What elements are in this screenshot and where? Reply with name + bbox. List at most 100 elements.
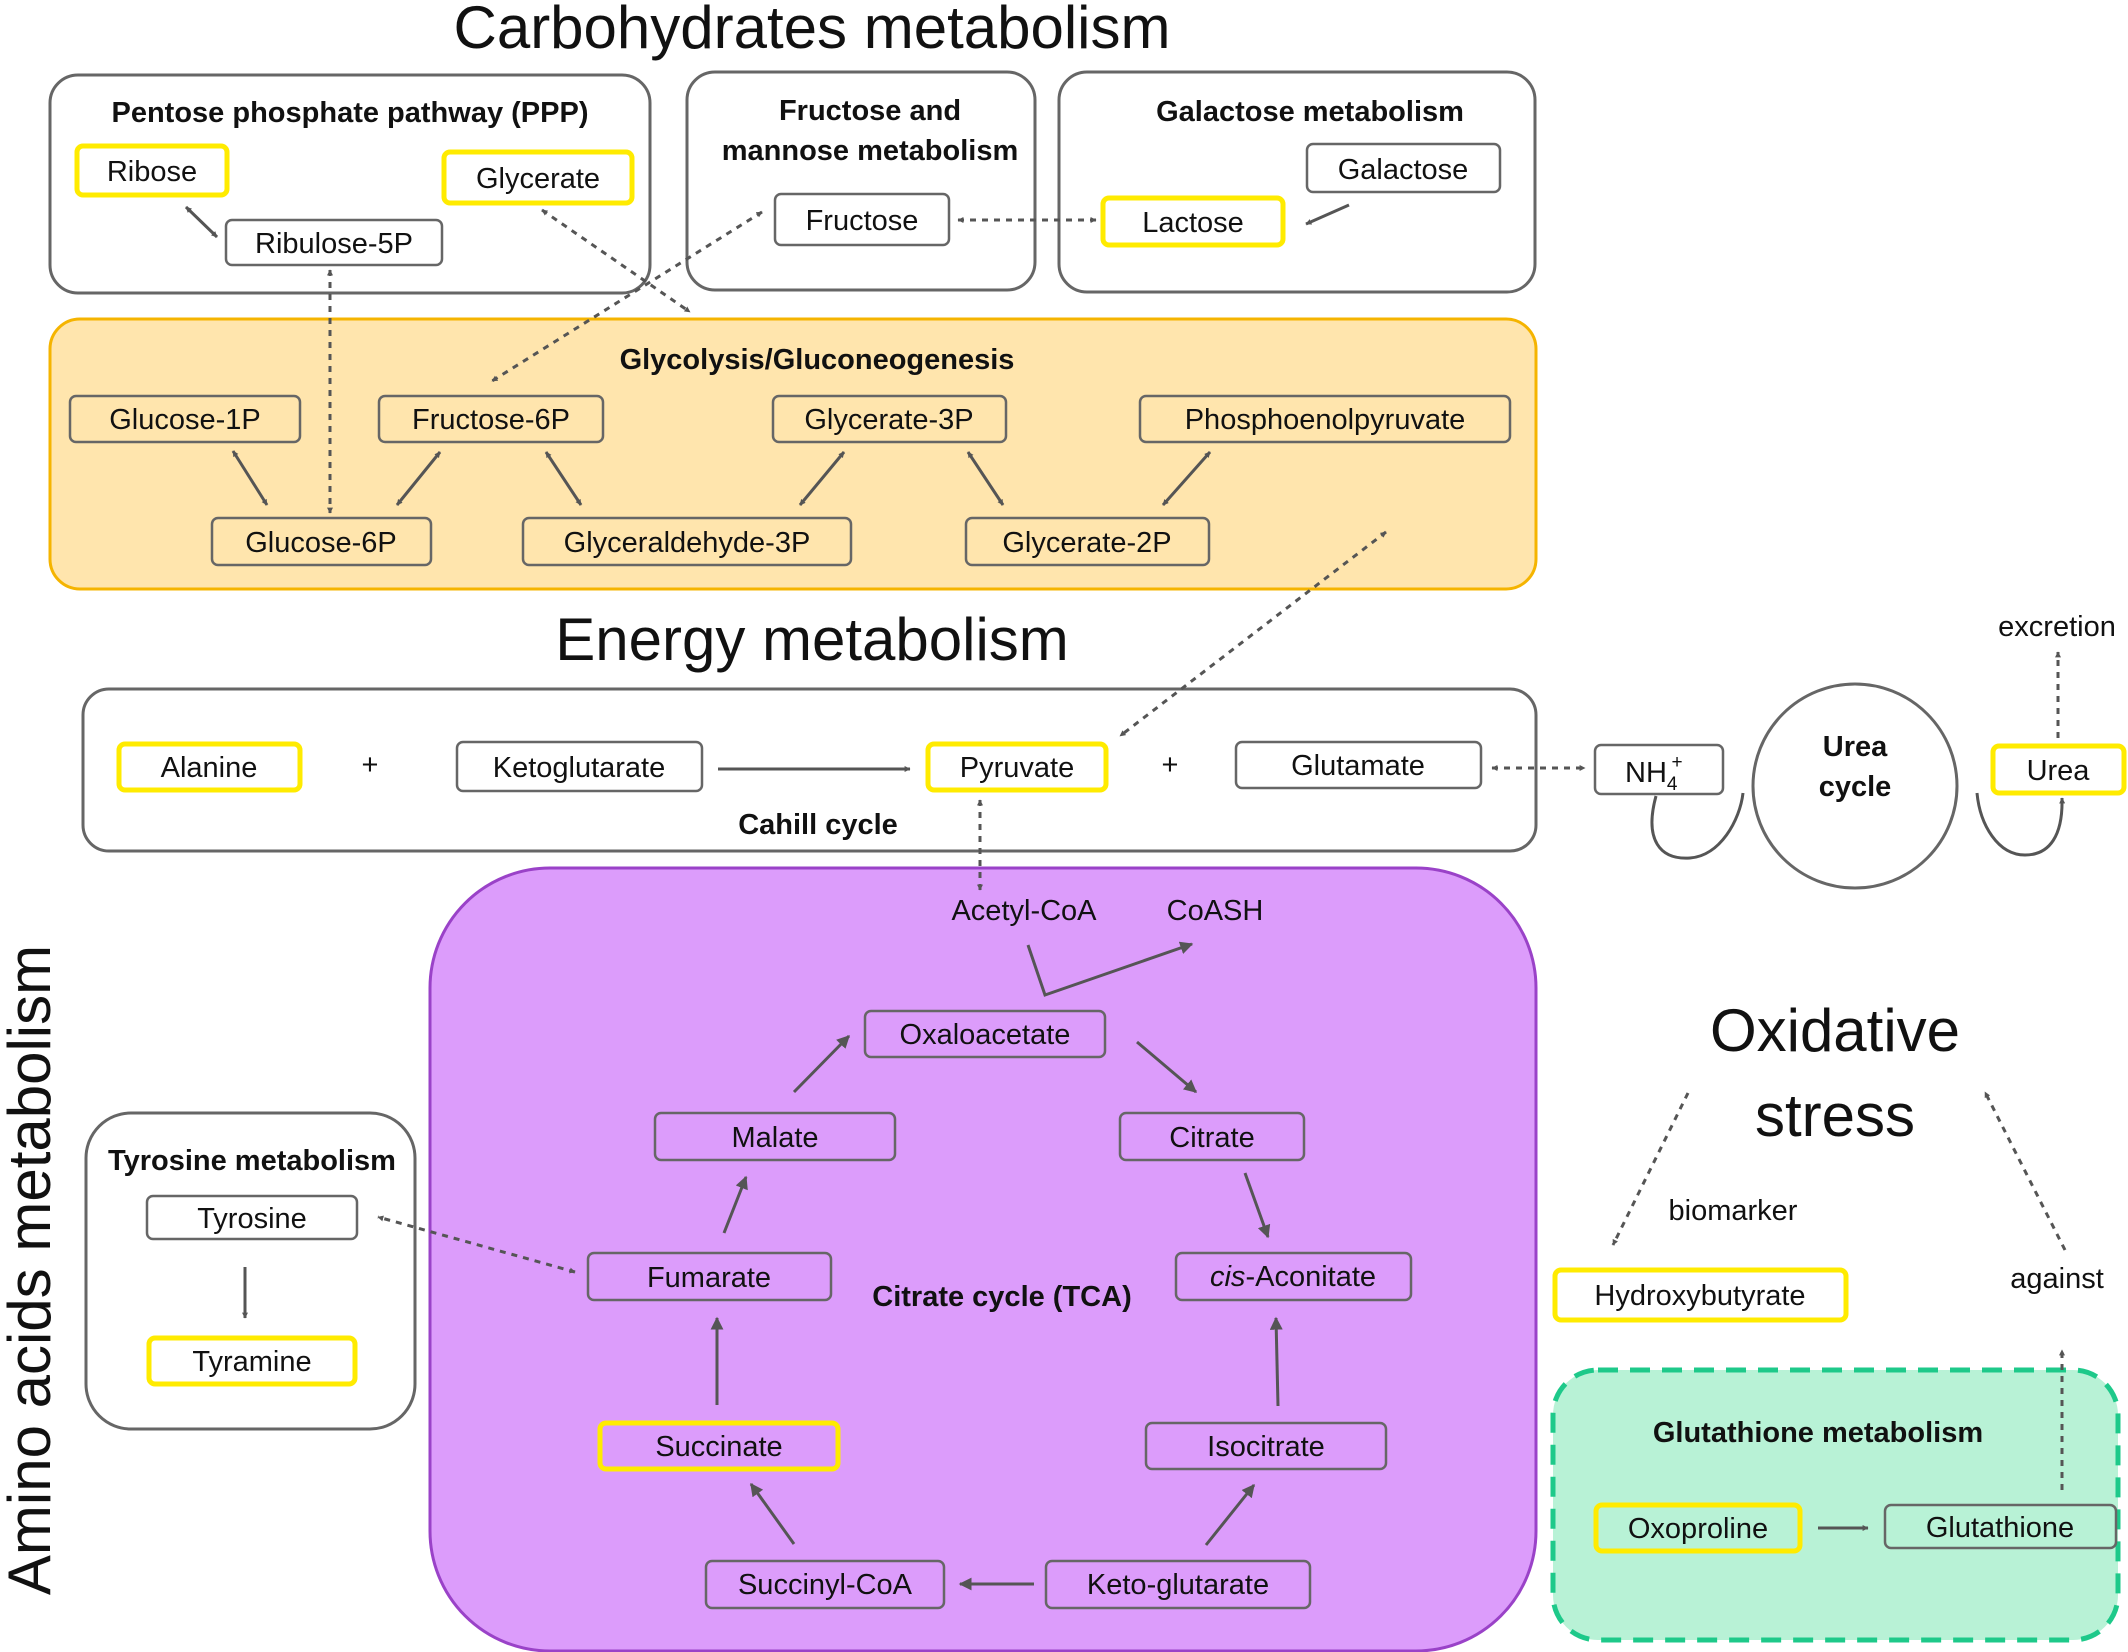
plus-sign-2: + bbox=[1162, 749, 1179, 781]
alanine-box bbox=[116, 741, 303, 793]
oxoproline-box bbox=[1593, 1502, 1803, 1554]
nh4-subscript: 4 bbox=[1667, 774, 1678, 795]
glutathione-node-label: Glutathione bbox=[1926, 1512, 2074, 1544]
malate-oxaloacetate-arrow bbox=[792, 1034, 851, 1094]
fructose-mannose-panel bbox=[685, 70, 1037, 292]
glycolysis-pyruvate-arrow bbox=[1119, 530, 1387, 738]
carbohydrates-title: Carbohydrates metabolism bbox=[454, 0, 1171, 61]
ribose-label: Ribose bbox=[107, 156, 197, 188]
oxidative-title-line2: stress bbox=[1755, 1082, 1915, 1149]
phosphoenolpyruvate-box bbox=[1138, 394, 1512, 444]
pyruvate-label: Pyruvate bbox=[960, 752, 1074, 784]
oxaloacetate-label: Oxaloacetate bbox=[900, 1019, 1071, 1051]
biomarker-label: biomarker bbox=[1669, 1195, 1798, 1227]
galactose-lactose-arrow bbox=[1305, 203, 1350, 226]
phosphoenolpyruvate-label: Phosphoenolpyruvate bbox=[1185, 404, 1466, 436]
succinylcoa-succinate-arrow bbox=[749, 1482, 796, 1545]
nh4-superscript: + bbox=[1671, 752, 1682, 773]
urea-label: Urea bbox=[2027, 755, 2091, 787]
galactose-panel bbox=[1057, 70, 1537, 294]
ppp-panel bbox=[48, 73, 652, 295]
nh4-base: NH bbox=[1625, 757, 1667, 789]
glycerate-box bbox=[441, 149, 635, 206]
urea-cycle-label-line2: cycle bbox=[1819, 771, 1892, 803]
acetylcoa-coash-arrow bbox=[1026, 941, 1194, 997]
ribose-ribulose-arrow bbox=[184, 205, 219, 239]
glucose6p-fructose6p-arrow bbox=[395, 451, 442, 506]
glucose-1p-box bbox=[68, 394, 302, 444]
glyceraldehyde3p-glycerate3p-arrow bbox=[798, 451, 846, 506]
ppp-label: Pentose phosphate pathway (PPP) bbox=[112, 97, 589, 129]
glycolysis-label: Glycolysis/Gluconeogenesis bbox=[620, 344, 1015, 376]
fumarate-box bbox=[586, 1251, 833, 1302]
galactose-box bbox=[1305, 142, 1502, 194]
isocitrate-label: Isocitrate bbox=[1207, 1431, 1325, 1463]
fructose-box bbox=[773, 192, 951, 247]
coash-label: CoASH bbox=[1167, 895, 1264, 927]
oxidative-biomarker-arrow bbox=[1611, 1092, 1690, 1246]
fumarate-tyrosine-arrow bbox=[377, 1215, 576, 1274]
urea-cycle-circle bbox=[1751, 682, 1959, 890]
oxaloacetate-citrate-arrow bbox=[1136, 1040, 1197, 1094]
glucose1p-glucose6p-arrow bbox=[231, 450, 269, 506]
ketoglutarate-isocitrate-arrow bbox=[1204, 1483, 1256, 1546]
succinyl-coa-label: Succinyl-CoA bbox=[738, 1569, 913, 1601]
cahill-label: Cahill cycle bbox=[738, 809, 898, 841]
cis-aconitate-label: cis-Aconitate bbox=[1210, 1261, 1376, 1293]
amino-acids-title: Amino acids metabolism bbox=[0, 945, 63, 1595]
oxoproline-label: Oxoproline bbox=[1628, 1513, 1768, 1545]
nh4-box bbox=[1593, 743, 1725, 796]
fructose6p-glyceraldehyde3p-arrow bbox=[544, 451, 583, 506]
ketoglutarate-box bbox=[455, 740, 704, 793]
aconitate-suffix: -Aconitate bbox=[1245, 1261, 1376, 1293]
glycerate-glycolysis-arrow bbox=[541, 208, 691, 314]
ribose-box bbox=[74, 143, 230, 198]
glycolysis-panel bbox=[48, 317, 1538, 591]
excretion-label: excretion bbox=[1998, 611, 2116, 643]
tyrosine-box bbox=[145, 1194, 359, 1241]
glycerate-3p-box bbox=[771, 394, 1008, 444]
plus-sign-1: + bbox=[362, 749, 379, 781]
citrate-label: Citrate bbox=[1169, 1122, 1254, 1154]
glutathione-box bbox=[1883, 1503, 2118, 1550]
isocitrate-cisaconitate-arrow bbox=[1269, 1316, 1283, 1407]
glucose-1p-label: Glucose-1P bbox=[109, 404, 261, 436]
fructose-6p-label: Fructose-6P bbox=[412, 404, 570, 436]
cis-prefix: cis bbox=[1210, 1261, 1245, 1293]
keto-glutarate-label: Keto-glutarate bbox=[1087, 1569, 1269, 1601]
ketoglutarate-label: Ketoglutarate bbox=[493, 752, 666, 784]
lactose-box bbox=[1100, 195, 1286, 248]
lactose-label: Lactose bbox=[1142, 207, 1244, 239]
oxidative-title-line1: Oxidative bbox=[1710, 997, 1960, 1064]
isocitrate-box bbox=[1144, 1421, 1388, 1471]
glycerate2p-phosphoenolpyruvate-arrow bbox=[1161, 451, 1212, 506]
fructose-label-line2: mannose metabolism bbox=[722, 135, 1019, 167]
fructose-fructose6p-arrow bbox=[491, 210, 763, 383]
nh4-to-urea-cycle-curve bbox=[1650, 792, 1745, 860]
glycerate-label: Glycerate bbox=[476, 163, 600, 195]
tyrosine-label: Tyrosine metabolism bbox=[108, 1145, 396, 1177]
tca-panel bbox=[428, 866, 1538, 1652]
ribulose-5p-box bbox=[224, 218, 444, 267]
pyruvate-box bbox=[925, 741, 1109, 793]
glucose-6p-box bbox=[210, 516, 433, 567]
against-label: against bbox=[2010, 1263, 2104, 1295]
fumarate-label: Fumarate bbox=[647, 1262, 771, 1294]
glycerate-2p-label: Glycerate-2P bbox=[1002, 527, 1171, 559]
fructose-label-line1: Fructose and bbox=[779, 95, 961, 127]
citrate-box bbox=[1118, 1111, 1306, 1162]
glyceraldehyde-3p-label: Glyceraldehyde-3P bbox=[564, 527, 811, 559]
glutathione-panel bbox=[1550, 1367, 2121, 1643]
tyramine-box bbox=[146, 1335, 358, 1387]
glutamate-label: Glutamate bbox=[1291, 750, 1425, 782]
nh4-label: NH4+ bbox=[1625, 752, 1683, 795]
ribulose-5p-label: Ribulose-5P bbox=[255, 228, 413, 260]
glucose-6p-label: Glucose-6P bbox=[245, 527, 397, 559]
energy-title: Energy metabolism bbox=[555, 606, 1069, 673]
hydroxybutyrate-box bbox=[1552, 1267, 1849, 1323]
oxaloacetate-box bbox=[863, 1009, 1107, 1059]
urea-cycle-to-urea-curve bbox=[1975, 792, 2066, 857]
galactose-node-label: Galactose bbox=[1338, 154, 1469, 186]
succinyl-coa-box bbox=[704, 1559, 946, 1610]
